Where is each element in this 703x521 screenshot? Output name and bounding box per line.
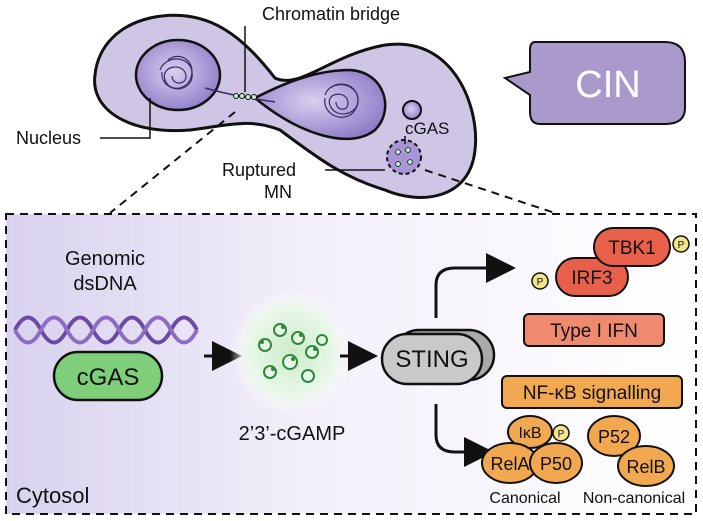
genomic-label: Genomic [65,248,145,270]
canonical-label: Canonical [489,490,560,507]
cgas-protein: cGAS [52,350,164,402]
cin-callout: CIN [502,41,686,125]
ikb-label: IκB [518,425,541,442]
non-canonical-label: Non-canonical [583,490,685,507]
rela-label: RelA [490,454,529,474]
dna-helix [13,315,199,345]
tbk1-phospho [672,235,690,253]
ikb-phospho-label: P [558,429,565,440]
left-nucleus [134,38,222,112]
branch-arrows [434,253,516,467]
nfkb-label: NF-κB signalling [523,383,661,404]
tbk1-complex: TBK1 P [593,227,690,267]
non-canonical-complex: P52 RelB [587,415,675,487]
dividing-cell [93,13,478,199]
p52-label: P52 [598,427,630,447]
tbk1-phospho-label: P [678,240,685,251]
chromatin-left [159,55,193,90]
sting-protein: STING [380,328,496,386]
type1-ifn-label: Type I IFN [550,321,638,342]
cytosol-label: Cytosol [16,483,89,508]
chromatin-right [324,83,359,118]
sting-label: STING [395,346,468,373]
nfkb-box: NF-κB signalling [501,375,683,409]
irf3-phospho-label: P [537,277,544,288]
irf3-complex: IRF3 P [531,257,629,297]
irf3-phospho [531,272,549,290]
nucleus-label: Nucleus [16,128,81,148]
label-leader-lines [100,26,406,171]
ikb-phospho [552,424,570,442]
cin-label: CIN [575,64,640,106]
bridge-cgas-dots [233,93,257,100]
p50-label: P50 [540,454,572,474]
cgas-top-label: cGAS [405,119,449,138]
tbk1-label: TBK1 [608,238,656,259]
dsdna-label: dsDNA [73,273,137,295]
chromatin-bridge-label: Chromatin bridge [262,4,400,24]
type1-ifn-box: Type I IFN [523,313,665,347]
micronucleus [402,100,422,120]
cgamp-molecules [230,290,354,414]
relb-label: RelB [626,457,665,477]
canonical-complex: IκB P RelA P50 [481,415,583,484]
ruptured-label: Ruptured [222,160,296,180]
ruptured-micronucleus [386,139,422,175]
right-nucleus [252,68,387,141]
mn-label: MN [264,182,292,202]
cgas-main-label: cGAS [77,364,140,391]
irf3-label: IRF3 [571,268,612,289]
ruptured-mn-cgas-dots [395,147,413,167]
cgamp-label: 2’3’-cGAMP [239,423,346,445]
zoom-lines [109,111,556,214]
